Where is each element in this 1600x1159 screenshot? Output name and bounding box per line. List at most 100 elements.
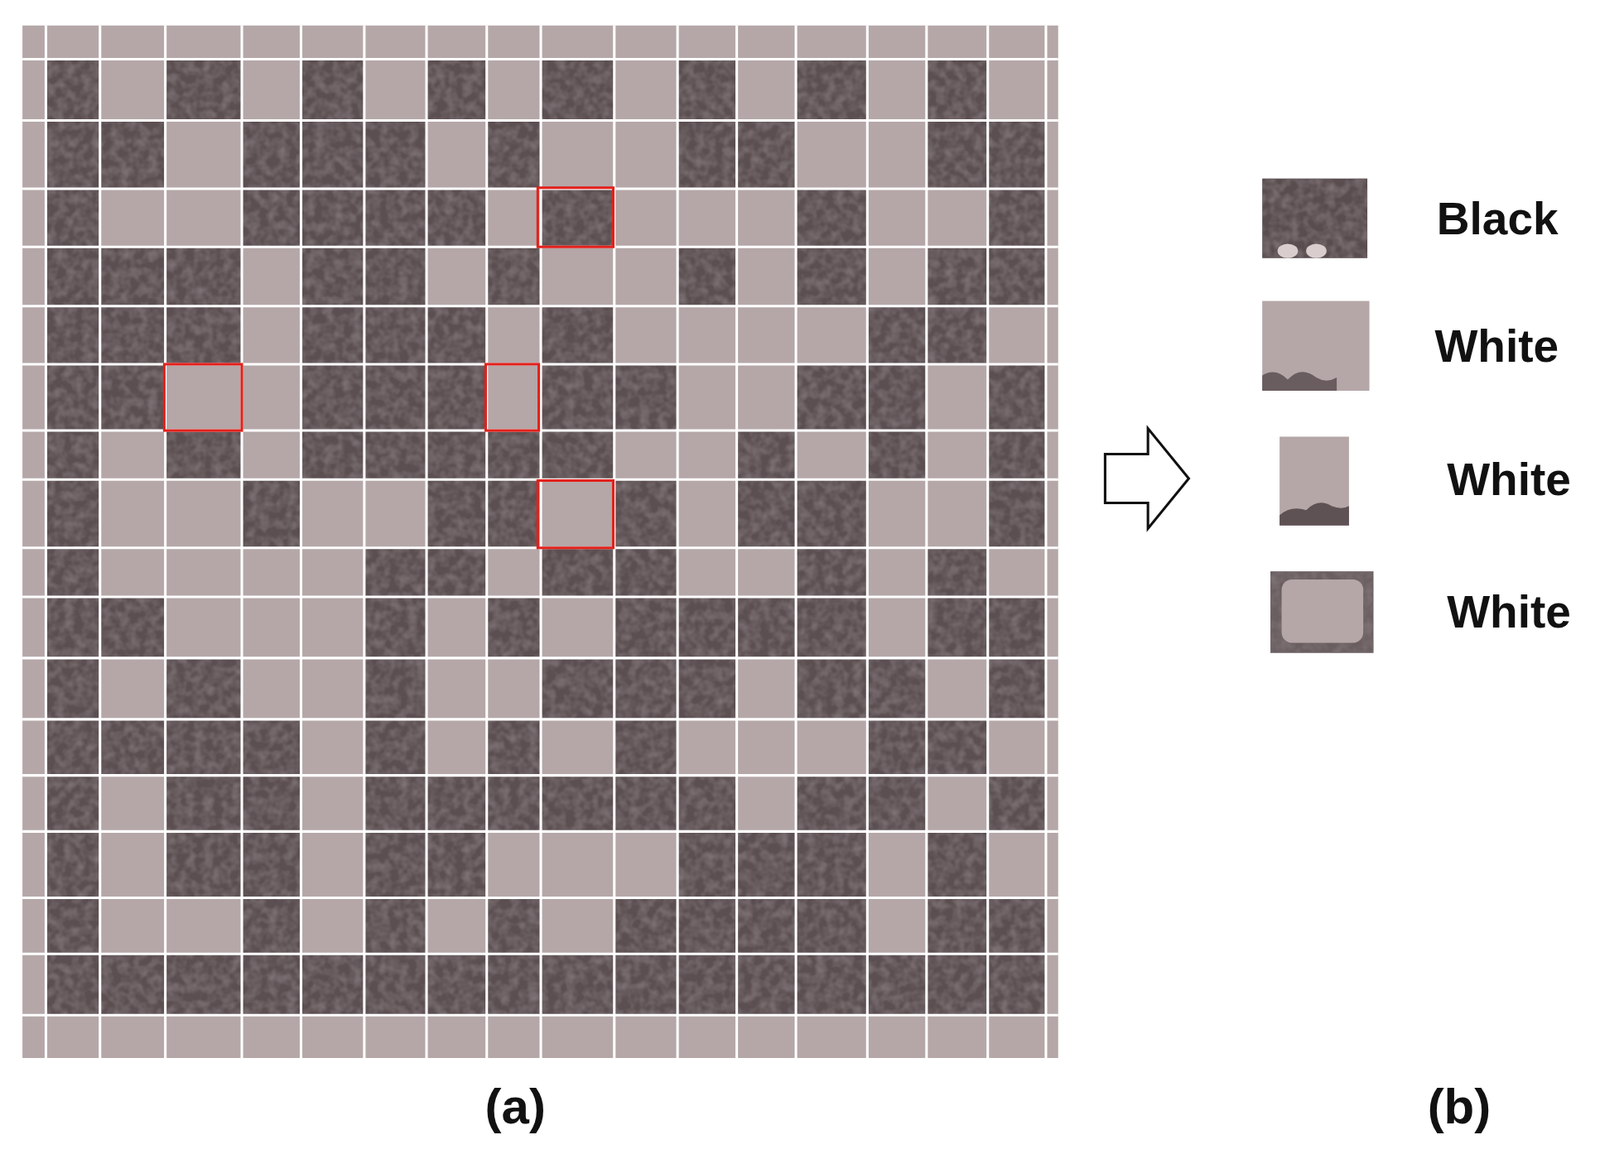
grid-line — [22, 1014, 1059, 1017]
dark-module — [45, 188, 100, 247]
grid-line — [44, 25, 48, 1059]
grid-line — [22, 595, 1059, 598]
dark-module — [364, 306, 427, 365]
dark-module — [241, 775, 301, 833]
dark-module — [45, 548, 100, 598]
dark-module — [614, 954, 678, 1016]
dark-module — [486, 775, 541, 833]
dark-module — [795, 954, 868, 1016]
dark-module — [165, 775, 242, 833]
dark-module — [45, 479, 100, 549]
dark-module — [426, 306, 487, 365]
dark-module — [300, 120, 364, 189]
dark-module — [300, 246, 364, 306]
dark-module — [867, 364, 926, 431]
dark-module — [737, 954, 796, 1016]
dark-module — [165, 719, 242, 776]
dark-module — [737, 120, 796, 189]
grid-line — [22, 896, 1059, 900]
patch-label: White — [1446, 589, 1572, 636]
dark-module — [486, 898, 541, 955]
dark-module — [795, 775, 868, 833]
dark-module — [300, 430, 364, 480]
dark-module — [540, 364, 615, 431]
dark-module — [795, 188, 868, 247]
highlight-boxes — [163, 187, 613, 549]
dark-module — [540, 775, 615, 833]
dark-module — [364, 954, 427, 1016]
dark-module — [45, 120, 100, 189]
dark-module — [926, 831, 988, 898]
dark-module — [300, 306, 364, 365]
dark-module — [45, 954, 100, 1016]
white-patch — [1279, 436, 1350, 526]
grid-line — [539, 25, 542, 1059]
dark-module — [795, 58, 868, 121]
black-patch — [1262, 178, 1368, 259]
dark-module — [614, 479, 678, 549]
dark-module — [737, 430, 796, 480]
dark-module — [737, 597, 796, 659]
grid-line — [424, 25, 428, 1059]
dark-module — [300, 188, 364, 247]
dark-module — [926, 597, 988, 659]
dark-modules — [45, 58, 1046, 1016]
dark-module — [364, 120, 427, 189]
dark-module — [926, 954, 988, 1016]
dark-module — [45, 430, 100, 480]
dark-module — [540, 58, 615, 121]
dark-module — [486, 430, 541, 480]
dark-module — [300, 364, 364, 431]
dark-module — [300, 58, 364, 121]
dark-module — [426, 479, 487, 549]
dark-module — [795, 246, 868, 306]
highlight-box — [537, 187, 613, 247]
dark-module — [795, 548, 868, 598]
dark-module — [100, 120, 166, 189]
dark-module — [987, 120, 1046, 189]
white-patch-core — [1281, 579, 1364, 643]
dark-module — [987, 364, 1046, 431]
dark-module — [614, 658, 678, 720]
dark-module — [614, 364, 678, 431]
dark-module — [614, 719, 678, 776]
dark-module — [241, 719, 301, 776]
dark-module — [45, 58, 100, 121]
dark-module — [540, 188, 615, 247]
dark-module — [100, 306, 166, 365]
patch-bump — [1277, 244, 1299, 259]
dark-module — [614, 597, 678, 659]
dark-module — [677, 775, 737, 833]
arrow — [1104, 428, 1189, 530]
dark-module — [241, 831, 301, 898]
dark-module — [926, 548, 988, 598]
dark-module — [987, 430, 1046, 480]
dark-module — [540, 306, 615, 365]
dark-module — [364, 658, 427, 720]
patch-edge — [1262, 371, 1337, 391]
white-patch — [1270, 571, 1374, 654]
dark-module — [45, 831, 100, 898]
grid-line — [98, 25, 102, 1059]
dark-module — [867, 954, 926, 1016]
dark-module — [300, 954, 364, 1016]
dark-module — [486, 597, 541, 659]
dark-module — [426, 831, 487, 898]
dark-module — [795, 597, 868, 659]
dark-module — [45, 658, 100, 720]
dark-module — [100, 597, 166, 659]
dark-module — [364, 831, 427, 898]
dark-module — [795, 898, 868, 955]
dark-module — [165, 246, 242, 306]
dark-module — [241, 479, 301, 549]
dark-module — [926, 120, 988, 189]
dark-module — [45, 364, 100, 431]
patch-edge — [1279, 502, 1350, 526]
grid-line — [240, 25, 243, 1059]
grid-line — [22, 119, 1059, 122]
dark-module — [540, 658, 615, 720]
dark-module — [364, 898, 427, 955]
dark-module — [926, 898, 988, 955]
dark-module — [867, 719, 926, 776]
grid-lines — [22, 25, 1059, 1059]
